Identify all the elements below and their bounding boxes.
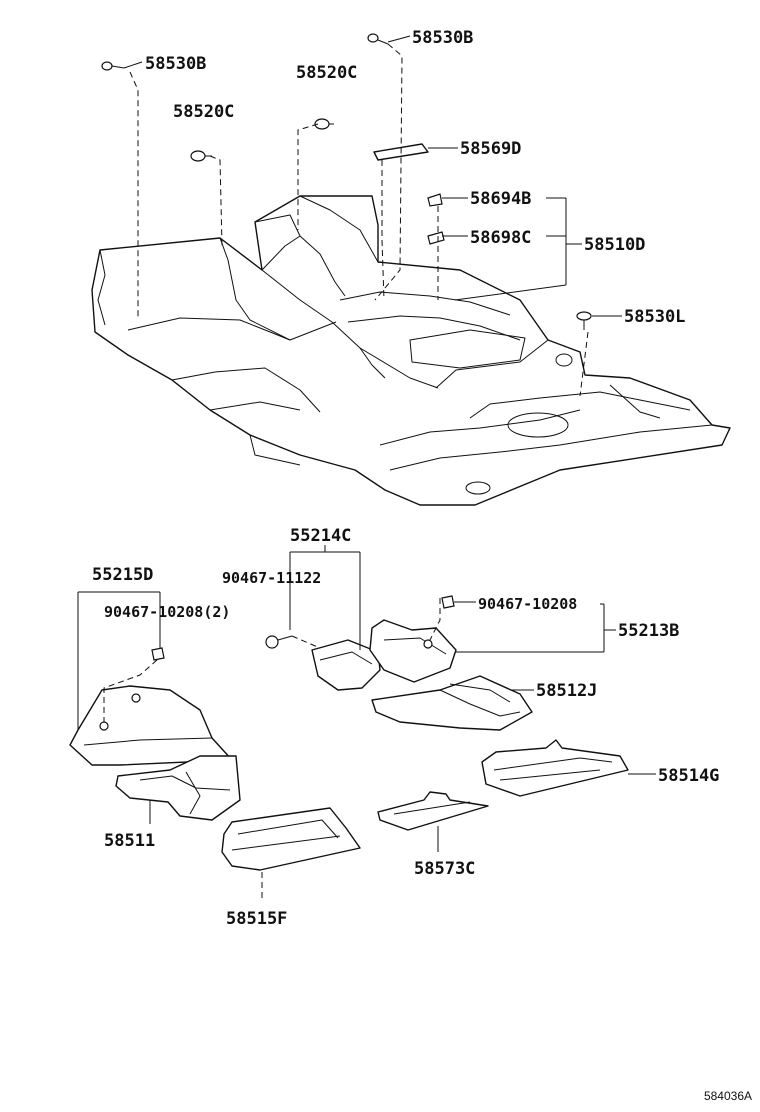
label-58698C: 58698C [470, 228, 531, 248]
label-58530B-left: 58530B [145, 54, 206, 74]
label-90467-10208-qty2: 90467-10208(2) [104, 603, 230, 621]
fastener-clip-90467-10208-left [151, 647, 165, 661]
label-58569D: 58569D [460, 139, 521, 159]
label-55214C: 55214C [290, 526, 351, 546]
upper-install-lines [129, 43, 589, 397]
leader-55215D [77, 591, 161, 730]
pad-58511-shape [115, 755, 241, 821]
pad-58514G-shape [481, 739, 629, 797]
label-55215D: 55215D [92, 565, 153, 585]
label-58511: 58511 [104, 831, 155, 851]
dash-55213B [429, 598, 441, 641]
floor-carpet-illustration [91, 195, 731, 506]
fastener-clip-90467-10208-right [441, 595, 455, 609]
label-58530B-top: 58530B [412, 28, 473, 48]
fastener-clip-58520C-right [314, 118, 334, 130]
fastener-clip-58694B [427, 193, 443, 207]
fastener-clip-58530B-left [101, 61, 125, 71]
label-58530L: 58530L [624, 307, 685, 327]
label-90467-10208: 90467-10208 [478, 595, 577, 613]
fastener-clip-58520C-left [190, 150, 212, 162]
fastener-clip-58530L [576, 311, 592, 330]
label-58694B: 58694B [470, 189, 531, 209]
fastener-clip-58530B-top [367, 33, 389, 45]
label-55213B: 55213B [618, 621, 679, 641]
label-90467-11122: 90467-11122 [222, 569, 321, 587]
leader-55214C [289, 545, 361, 650]
label-58514G: 58514G [658, 766, 719, 786]
label-58573C: 58573C [414, 859, 475, 879]
cover-55214C-shape [311, 639, 381, 691]
bolt-90467-11122 [265, 635, 293, 649]
dash-55214C [291, 635, 321, 649]
dash-55215D [103, 659, 158, 722]
pad-58515F-shape [221, 807, 361, 871]
figure-code: 584036A [704, 1089, 752, 1103]
label-58520C-right: 58520C [296, 63, 357, 83]
label-58515F: 58515F [226, 909, 287, 929]
label-58520C-left: 58520C [173, 102, 234, 122]
upper-leader-lines [123, 35, 622, 317]
cover-55215D-shape [69, 685, 233, 766]
label-58512J: 58512J [536, 681, 597, 701]
pad-58573C-shape [377, 791, 489, 831]
cover-55213B-shape [369, 619, 457, 683]
leader-55213B [454, 601, 616, 653]
label-58510D: 58510D [584, 235, 645, 255]
pad-58512J-shape [371, 675, 533, 731]
washer-58698C [427, 231, 445, 245]
